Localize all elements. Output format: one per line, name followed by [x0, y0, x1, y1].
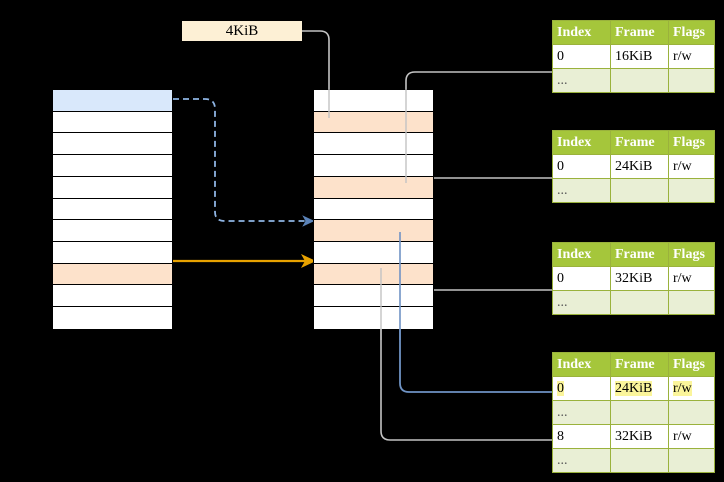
memory-row — [314, 133, 433, 156]
page-table-row: 0 24KiB r/w — [552, 376, 715, 401]
label-4kib-text: 4KiB — [225, 23, 259, 39]
cell-index: ... — [552, 290, 611, 315]
cell-frame: 24KiB — [610, 154, 669, 179]
page-table-ellipsis-row: ... — [552, 290, 715, 315]
cell-flags: r/w — [668, 44, 715, 69]
cell-frame — [610, 400, 669, 425]
physical-memory-table — [313, 89, 434, 329]
memory-row — [53, 263, 172, 286]
page-table-ellipsis-row: ... — [552, 178, 715, 203]
memory-row — [314, 176, 433, 199]
connector-table2-to-physmem — [417, 177, 552, 222]
cell-index: ... — [552, 400, 611, 425]
cell-index: 0 — [552, 376, 611, 401]
cell-frame — [610, 290, 669, 315]
column-header-index: Index — [552, 130, 611, 155]
page-table-ellipsis-row: ... — [552, 448, 715, 473]
column-header-index: Index — [552, 242, 611, 267]
cell-index: 0 — [552, 44, 611, 69]
cell-frame: 24KiB — [610, 376, 669, 401]
label-4kib: 4KiB — [182, 21, 302, 41]
cell-index: ... — [552, 178, 611, 203]
memory-row — [53, 285, 172, 308]
memory-row — [314, 242, 433, 264]
column-header-frame: Frame — [610, 130, 669, 155]
highlighted-value: 24KiB — [615, 380, 653, 396]
column-header-flags: Flags — [668, 130, 715, 155]
column-header-frame: Frame — [610, 20, 669, 45]
cell-flags: r/w — [668, 154, 715, 179]
column-header-frame: Frame — [610, 242, 669, 267]
memory-row — [53, 155, 172, 177]
memory-row — [53, 220, 172, 243]
cell-flags: r/w — [668, 376, 715, 401]
cell-frame: 32KiB — [610, 266, 669, 291]
cell-frame — [610, 448, 669, 473]
cell-frame — [610, 68, 669, 93]
arrow-virtual-to-physical-dashed — [173, 98, 315, 227]
highlighted-value: 0 — [557, 380, 564, 396]
page-table-ellipsis-row: ... — [552, 68, 715, 93]
highlighted-value: r/w — [673, 380, 692, 396]
cell-index: ... — [552, 448, 611, 473]
memory-row — [53, 133, 172, 156]
cell-index: ... — [552, 68, 611, 93]
memory-row — [314, 285, 433, 308]
column-header-flags: Flags — [668, 352, 715, 377]
memory-row — [53, 307, 172, 329]
cell-flags — [668, 290, 715, 315]
cell-frame: 16KiB — [610, 44, 669, 69]
cell-flags — [668, 448, 715, 473]
memory-row — [314, 90, 433, 112]
cell-flags: r/w — [668, 424, 715, 449]
column-header-index: Index — [552, 20, 611, 45]
column-header-flags: Flags — [668, 242, 715, 267]
memory-row — [314, 307, 433, 329]
cell-frame — [610, 178, 669, 203]
memory-row — [314, 263, 433, 286]
memory-row — [314, 111, 433, 134]
memory-row — [53, 111, 172, 134]
cell-flags: r/w — [668, 266, 715, 291]
memory-row — [53, 90, 172, 112]
cell-index: 0 — [552, 266, 611, 291]
column-header-index: Index — [552, 352, 611, 377]
cell-flags — [668, 400, 715, 425]
column-header-frame: Frame — [610, 352, 669, 377]
virtual-address-space-table — [52, 89, 173, 329]
memory-row — [53, 242, 172, 264]
page-table-ellipsis-row: ... — [552, 400, 715, 425]
cell-flags — [668, 178, 715, 203]
memory-row — [314, 198, 433, 221]
cell-index: 0 — [552, 154, 611, 179]
column-header-flags: Flags — [668, 20, 715, 45]
memory-row — [53, 176, 172, 199]
memory-row — [314, 155, 433, 177]
cell-flags — [668, 68, 715, 93]
memory-row — [53, 198, 172, 221]
memory-row — [314, 220, 433, 243]
cell-frame: 32KiB — [610, 424, 669, 449]
cell-index: 8 — [552, 424, 611, 449]
